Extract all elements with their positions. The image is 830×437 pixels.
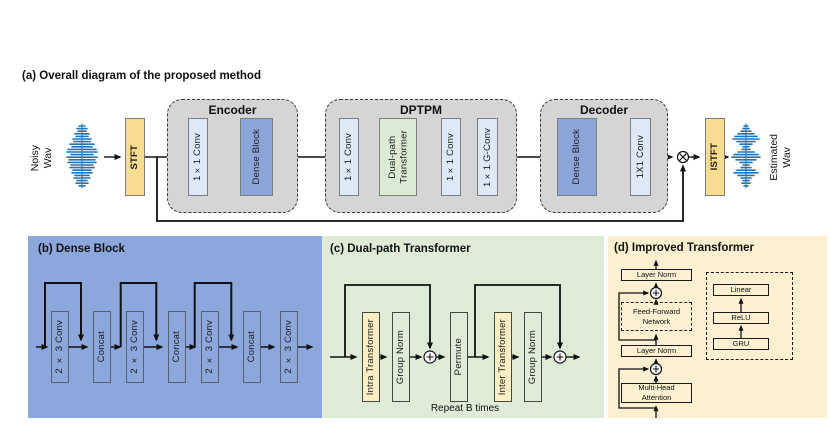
dptpm-conv2-block: 1×1 Conv (441, 118, 461, 196)
decoder-conv-block: 1X1 Conv (630, 118, 651, 196)
dense-concat-1: Concat (93, 311, 111, 383)
panel-d-improved-transformer: (d) Improved Transformer (608, 236, 827, 418)
istft-block: ISTFT (705, 118, 725, 196)
panel-c-wiring (330, 284, 581, 364)
estimated-waveform-icon (731, 123, 761, 189)
dense-concat-2: Concat (168, 311, 186, 383)
dense-concat-3: Concat (243, 311, 261, 383)
noisy-waveform-icon (66, 123, 98, 189)
group-norm-2-block: Group Norm (524, 312, 542, 402)
estimated-wav-label: Estimated Wav (767, 133, 793, 181)
dptpm-title: DPTPM (400, 103, 442, 117)
panel-c-dual-path-transformer: (c) Dual-path Transformer (322, 236, 604, 418)
panel-a-title: (a) Overall diagram of the proposed meth… (22, 70, 261, 82)
layer-norm-mid-block: Layer Norm (621, 345, 692, 357)
dptpm-dual-path-transformer-block: Dual-path Transformer (379, 118, 417, 196)
panel-b-dense-block: (b) Dense Block (28, 236, 322, 418)
dense-conv-1: 2 × 3 Conv (51, 311, 69, 383)
dptpm-gconv-block: 1×1 G-Conv (477, 118, 498, 196)
add-node-top (649, 286, 663, 300)
panel-c-title: (c) Dual-path Transformer (330, 243, 471, 255)
dense-conv-2: 2 × 3 Conv (126, 311, 144, 383)
noisy-wav-label: Noisy Wav (28, 144, 54, 172)
multiply-node (676, 150, 690, 164)
gru-block: GRU (713, 338, 769, 350)
add-node-bottom (649, 362, 663, 376)
dptpm-conv1-block: 1×1 Conv (339, 118, 359, 196)
panel-d-wiring (618, 259, 744, 418)
intra-transformer-block: Intra Transformer (362, 312, 380, 402)
inter-transformer-block: Inter Transformer (494, 312, 512, 402)
dense-conv-3: 2 × 3 Conv (201, 311, 219, 383)
encoder-container: Encoder (167, 99, 298, 213)
add-node-1 (423, 350, 437, 364)
multi-head-attention-block: Multi-Head Attention (621, 383, 692, 403)
encoder-conv-block: 1×1 Conv (188, 118, 208, 196)
add-node-2 (553, 350, 567, 364)
dense-conv-4: 2 × 3 Conv (280, 311, 298, 383)
group-norm-1-block: Group Norm (392, 312, 410, 402)
repeat-caption: Repeat B times (430, 403, 500, 414)
layer-norm-top-block: Layer Norm (621, 269, 692, 281)
panel-b-wiring (36, 282, 314, 350)
stft-block: STFT (125, 118, 145, 196)
panel-b-title: (b) Dense Block (38, 243, 125, 255)
ffn-detail-container (706, 272, 793, 360)
relu-block: ReLU (713, 312, 769, 324)
permute-block: Permute (450, 312, 468, 402)
linear-block: Linear (713, 284, 769, 296)
encoder-title: Encoder (208, 103, 257, 117)
decoder-dense-block: Dense Block (557, 118, 597, 196)
feed-forward-network-block: Feed-Forward Network (621, 302, 692, 331)
encoder-dense-block: Dense Block (240, 118, 273, 196)
decoder-title: Decoder (579, 103, 629, 117)
panel-d-title: (d) Improved Transformer (614, 242, 754, 254)
